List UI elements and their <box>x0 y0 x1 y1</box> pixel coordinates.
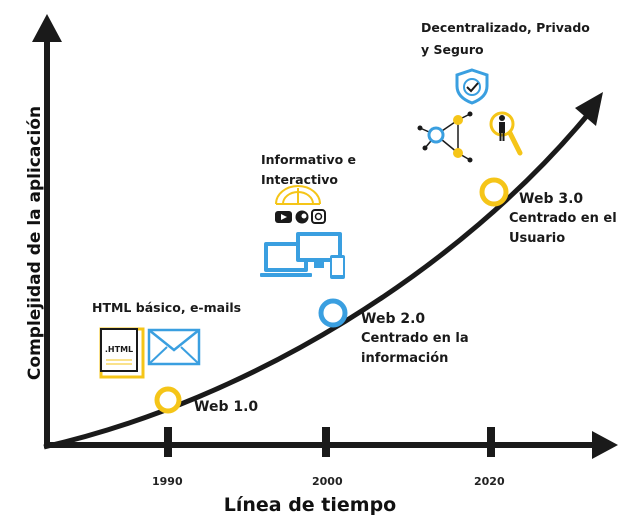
tick-mark-2000 <box>322 427 330 457</box>
svg-text:.HTML: .HTML <box>105 345 133 354</box>
web3-caption-line2: y Seguro <box>421 42 484 57</box>
tick-label-2020: 2020 <box>474 475 505 488</box>
growth-curve <box>43 110 592 450</box>
instagram-icon <box>311 209 326 224</box>
web3-label: Web 3.0 <box>519 191 584 207</box>
growth-curve-arrowhead <box>575 92 603 126</box>
web3-marker <box>479 177 509 207</box>
html-file-icon: .HTML <box>99 327 145 379</box>
web1-label: Web 1.0 <box>194 399 259 415</box>
user-search-icon <box>489 111 523 156</box>
youtube-icon <box>275 211 292 223</box>
tick-mark-2020 <box>487 427 495 457</box>
x-axis-arrowhead <box>592 431 618 459</box>
web1-caption: HTML básico, e-mails <box>92 300 242 315</box>
y-axis-arrowhead <box>32 14 62 42</box>
web2-label: Web 2.0 <box>361 311 426 327</box>
web2-description-line2: información <box>361 351 449 366</box>
social-icon <box>295 210 309 224</box>
devices-icon <box>260 232 345 279</box>
web1-marker <box>154 386 182 414</box>
x-axis-label: Línea de tiempo <box>223 494 397 516</box>
y-axis-label: Complejidad de la aplicación <box>25 105 45 381</box>
web3-caption-line1: Decentralizado, Privado <box>421 20 590 35</box>
envelope-icon <box>147 328 201 366</box>
web3-description-line1: Centrado en el <box>509 211 617 226</box>
network-nodes-icon <box>417 111 473 163</box>
tick-mark-1990 <box>164 427 172 457</box>
web2-description-line1: Centrado en la <box>361 331 469 346</box>
tick-label-2000: 2000 <box>312 475 343 488</box>
web3-description-line2: Usuario <box>509 231 566 246</box>
shield-check-icon <box>455 68 489 105</box>
web2-marker <box>318 298 348 328</box>
wifi-icon <box>275 185 321 205</box>
web2-caption-line2: Interactivo <box>261 172 339 187</box>
tick-label-1990: 1990 <box>152 475 183 488</box>
web2-caption-line1: Informativo e <box>261 152 357 167</box>
